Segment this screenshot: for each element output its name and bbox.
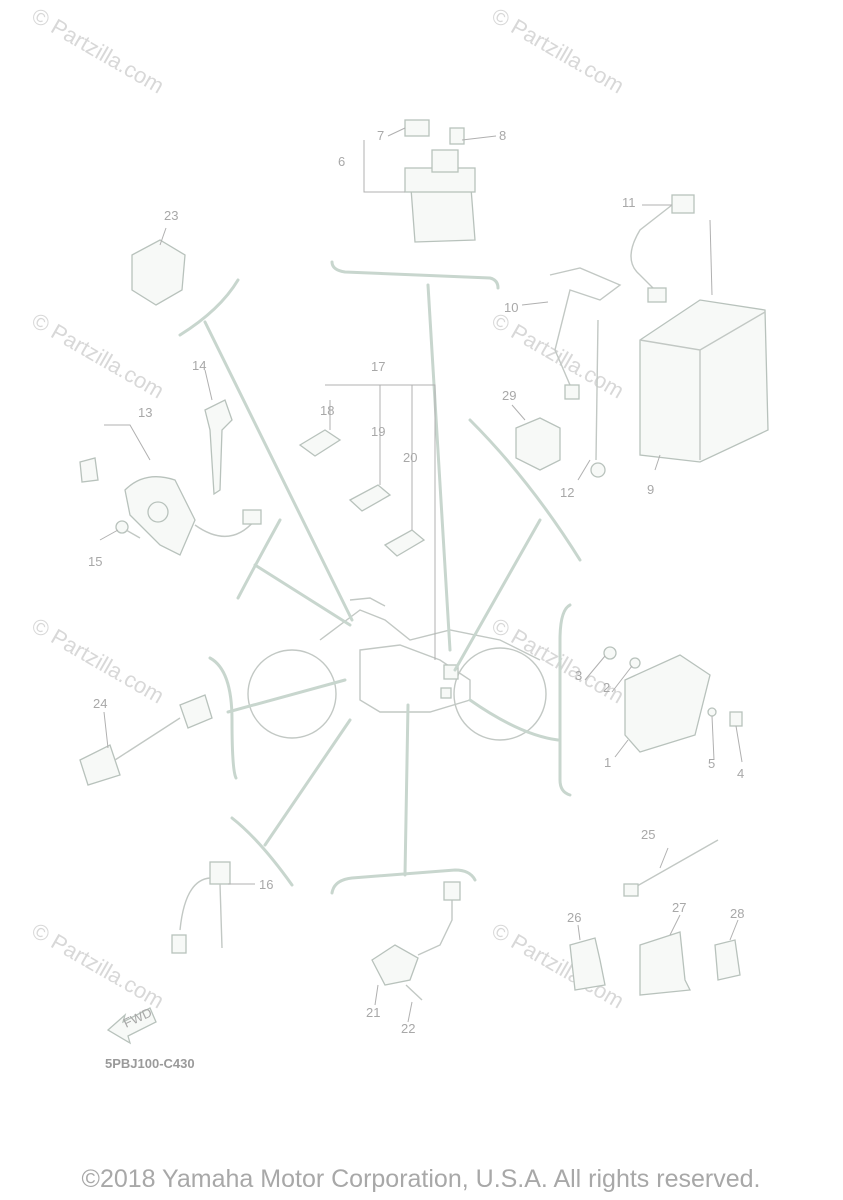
callout-6: 6 <box>338 154 345 169</box>
group-lines <box>178 260 582 895</box>
leader-lines <box>99 127 743 1023</box>
part-tie-25 <box>623 839 719 897</box>
callout-10: 10 <box>504 300 518 315</box>
callout-20: 20 <box>403 450 417 465</box>
copyright-notice: ©2018 Yamaha Motor Corporation, U.S.A. A… <box>82 1165 761 1193</box>
part-clamp-26 <box>569 937 606 991</box>
callout-13: 13 <box>138 405 152 420</box>
part-clamp-28 <box>714 939 741 981</box>
callout-24: 24 <box>93 696 107 711</box>
part-relay-29 <box>515 417 561 471</box>
callout-9: 9 <box>647 482 654 497</box>
callout-29: 29 <box>502 388 516 403</box>
callout-15: 15 <box>88 554 102 569</box>
part-rectifier-1 <box>603 646 743 753</box>
callout-5: 5 <box>708 756 715 771</box>
diagram-code: 5PBJ100-C430 <box>105 1056 195 1071</box>
part-switch-16 <box>171 861 231 954</box>
watermark-5: © Partzilla.com <box>28 613 169 709</box>
watermark-1: © Partzilla.com <box>28 3 169 99</box>
part-cable-10 <box>549 267 622 400</box>
part-main-switch-13 <box>79 457 262 556</box>
callout-18: 18 <box>320 403 334 418</box>
callout-16: 16 <box>259 877 273 892</box>
callout-28: 28 <box>730 906 744 921</box>
callout-11: 11 <box>622 195 636 210</box>
callout-25: 25 <box>641 827 655 842</box>
watermark-2: © Partzilla.com <box>488 3 629 99</box>
callout-12: 12 <box>560 485 574 500</box>
callout-17: 17 <box>371 359 385 374</box>
callout-7: 7 <box>377 128 384 143</box>
callout-2: 2 <box>603 680 610 695</box>
callout-8: 8 <box>499 128 506 143</box>
part-relay-23 <box>131 239 186 306</box>
callout-14: 14 <box>192 358 206 373</box>
callout-26: 26 <box>567 910 581 925</box>
part-sensor-21 <box>371 881 461 1001</box>
part-sensor-24 <box>79 694 213 786</box>
part-screw-15 <box>115 520 141 539</box>
watermark-8: © Partzilla.com <box>488 918 629 1014</box>
part-lead-11 <box>630 194 695 303</box>
parts-fuses-18-20 <box>298 429 426 557</box>
callouts: 1 2 3 4 5 6 7 8 9 10 11 12 13 14 15 16 1… <box>88 128 744 1036</box>
callout-21: 21 <box>366 1005 380 1020</box>
callout-27: 27 <box>672 900 686 915</box>
callout-22: 22 <box>401 1021 415 1036</box>
fwd-arrow-icon: FWD <box>106 1005 157 1045</box>
watermarks: © Partzilla.com © Partzilla.com © Partzi… <box>28 3 629 1014</box>
part-relay-6 <box>404 119 476 243</box>
callout-19: 19 <box>371 424 385 439</box>
watermark-7: © Partzilla.com <box>28 918 169 1014</box>
part-cable-12 <box>590 319 606 478</box>
watermark-3: © Partzilla.com <box>28 308 169 404</box>
part-key-14 <box>204 399 233 496</box>
callout-3: 3 <box>575 668 582 683</box>
part-battery-9 <box>639 299 769 463</box>
callout-23: 23 <box>164 208 178 223</box>
part-clamp-27 <box>639 931 692 996</box>
callout-4: 4 <box>737 766 744 781</box>
callout-1: 1 <box>604 755 611 770</box>
